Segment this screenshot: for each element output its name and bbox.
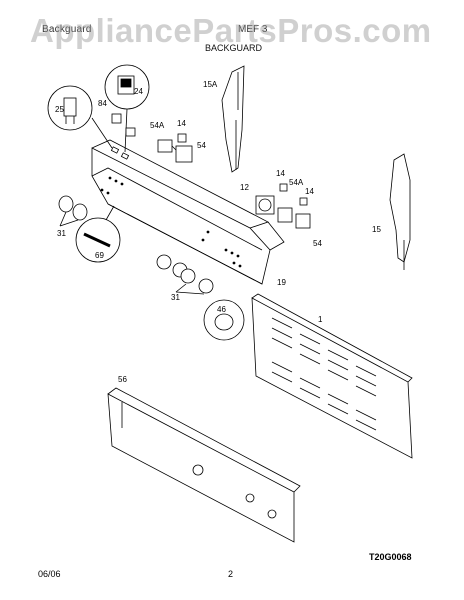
- part-number-labels: 25 84 24 54A 14 54 15A 12 14 54A 14 54 1…: [55, 80, 381, 384]
- part-label-84: 84: [98, 99, 107, 108]
- part-label-19: 19: [277, 278, 286, 287]
- part-label-1: 1: [318, 315, 323, 324]
- clock-and-switches: [255, 183, 311, 229]
- knobs-bottom: [156, 254, 214, 295]
- footer-page-number: 2: [228, 569, 234, 579]
- knob-callout: [203, 299, 245, 341]
- part-label-12: 12: [240, 183, 249, 192]
- part-label-54a-top: 54A: [150, 121, 165, 130]
- part-label-15a: 15A: [203, 80, 218, 89]
- rear-panel: [251, 293, 413, 459]
- page-header-model: MEF 3: [238, 24, 268, 35]
- part-label-14-r1: 14: [276, 169, 285, 178]
- part-label-56: 56: [118, 375, 127, 384]
- side-bracket-right: [389, 153, 411, 270]
- section-title: BACKGUARD: [205, 43, 263, 53]
- indicator-light-callout: [47, 85, 113, 149]
- part-label-69: 69: [95, 251, 104, 260]
- knobs-left: [58, 195, 88, 227]
- part-label-14-r2: 14: [305, 187, 314, 196]
- switch-part: [111, 113, 136, 137]
- part-label-54a-r: 54A: [289, 178, 304, 187]
- part-label-46: 46: [217, 305, 226, 314]
- bottom-bracket: [107, 387, 301, 543]
- part-label-54-r: 54: [313, 239, 322, 248]
- page-header-title: Backguard: [42, 24, 92, 35]
- footer-date: 06/06: [38, 569, 61, 579]
- infinite-switches-top: [157, 133, 193, 163]
- part-label-15: 15: [372, 225, 381, 234]
- diagram-reference-code: T20G0068: [369, 552, 412, 562]
- part-label-54-top: 54: [197, 141, 206, 150]
- part-label-24: 24: [134, 87, 143, 96]
- side-bracket-left: [221, 65, 245, 173]
- part-label-31-left: 31: [57, 229, 66, 238]
- part-label-14-top: 14: [177, 119, 186, 128]
- part-label-25: 25: [55, 105, 64, 114]
- rocker-switch-callout: [104, 64, 150, 153]
- screw-callout: [75, 205, 121, 263]
- part-label-31-bottom: 31: [171, 293, 180, 302]
- backguard-console-panel: [91, 139, 285, 285]
